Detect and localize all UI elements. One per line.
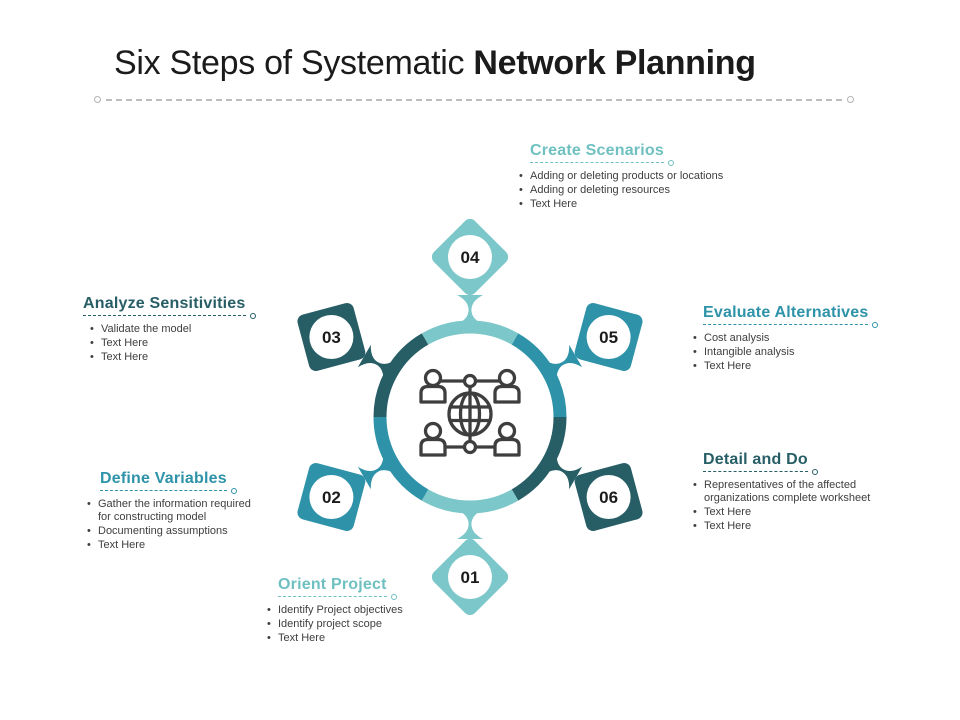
bullet-item: Text Here — [87, 337, 263, 350]
step-block-define-variables: Define Variables Gather the information … — [84, 470, 266, 553]
network-people-globe-icon — [419, 368, 521, 457]
bullet-list: Gather the information required for cons… — [84, 498, 266, 552]
step-heading-label: Evaluate Alternatives — [703, 304, 869, 321]
title-divider — [94, 96, 854, 103]
step-diamond-03: 03 — [297, 303, 366, 371]
hub-ring — [373, 320, 567, 514]
stem-04 — [456, 295, 484, 325]
network-diagram: 04 05 03 06 02 01 — [297, 218, 643, 616]
step-diamond-06: 06 — [574, 463, 643, 531]
bullet-item: Identify project scope — [264, 618, 467, 631]
step-heading-label: Detail and Do — [703, 451, 808, 468]
bullet-item: Text Here — [264, 632, 467, 645]
person-icon-bottom-right — [493, 421, 521, 457]
step-diamond-04: 04 — [431, 218, 509, 296]
step-number: 03 — [322, 328, 341, 347]
bullet-item: Adding or deleting products or locations — [516, 170, 746, 183]
stem-01 — [456, 509, 484, 539]
bullet-list: Adding or deleting products or locations… — [514, 170, 746, 211]
bullet-item: Adding or deleting resources — [516, 184, 746, 197]
bullet-item: Text Here — [690, 360, 880, 373]
step-heading: Orient Project — [278, 576, 397, 600]
page-title: Six Steps of Systematic Network Planning — [114, 44, 756, 83]
underline-end-dot — [249, 312, 256, 319]
person-icon-top-left — [419, 368, 447, 404]
ring-arc-top — [421, 320, 519, 345]
divider-end-dot-right — [847, 96, 854, 103]
bullet-item: Documenting assumptions — [84, 525, 266, 538]
step-number: 04 — [461, 248, 480, 267]
ring-arc-upper-right — [511, 333, 567, 418]
bullet-list: Identify Project objectives Identify pro… — [262, 604, 467, 645]
step-heading-label: Create Scenarios — [530, 142, 664, 159]
step-heading-label: Orient Project — [278, 576, 387, 593]
bullet-item: Identify Project objectives — [264, 604, 467, 617]
ring-arc-lower-right — [511, 416, 567, 501]
divider-end-dot-left — [94, 96, 101, 103]
bullet-item: Gather the information required for cons… — [84, 498, 266, 524]
step-heading: Define Variables — [100, 470, 237, 494]
ring-arc-bottom — [421, 489, 519, 514]
step-diamond-01: 01 — [431, 538, 509, 616]
ring-arc-lower-left — [373, 416, 429, 501]
underline-end-dot — [667, 159, 674, 166]
bullet-item: Text Here — [516, 198, 746, 211]
bullet-item: Text Here — [690, 506, 886, 519]
bullet-item: Cost analysis — [690, 332, 880, 345]
step-heading: Analyze Sensitivities — [83, 295, 256, 319]
step-number: 05 — [599, 328, 618, 347]
step-number: 02 — [322, 488, 341, 507]
step-heading-label: Analyze Sensitivities — [83, 295, 246, 312]
bullet-item: Intangible analysis — [690, 346, 880, 359]
step-heading: Evaluate Alternatives — [703, 304, 879, 328]
bullet-list: Validate the model Text Here Text Here — [83, 323, 263, 364]
step-heading: Detail and Do — [703, 451, 818, 475]
bullet-list: Cost analysis Intangible analysis Text H… — [690, 332, 880, 373]
underline-end-dot — [811, 468, 818, 475]
icon-top-node — [462, 373, 478, 389]
person-icon-bottom-left — [419, 421, 447, 457]
step-block-detail-and-do: Detail and Do Representatives of the aff… — [690, 451, 886, 534]
step-block-create-scenarios: Create Scenarios Adding or deleting prod… — [514, 142, 746, 212]
step-diamond-02: 02 — [297, 463, 366, 531]
ring-arc-upper-left — [373, 333, 429, 418]
bullet-item: Representatives of the affected organiza… — [690, 479, 886, 505]
bullet-item: Text Here — [690, 520, 886, 533]
step-number: 01 — [461, 568, 480, 587]
underline-end-dot — [872, 321, 879, 328]
step-block-analyze-sensitivities: Analyze Sensitivities Validate the model… — [83, 295, 263, 365]
step-heading-label: Define Variables — [100, 470, 227, 487]
step-heading: Create Scenarios — [530, 142, 674, 166]
step-block-evaluate-alternatives: Evaluate Alternatives Cost analysis Inta… — [690, 304, 880, 374]
step-block-orient-project: Orient Project Identify Project objectiv… — [262, 576, 467, 646]
icon-bottom-node — [462, 439, 478, 455]
bullet-list: Representatives of the affected organiza… — [690, 479, 886, 533]
underline-end-dot — [230, 487, 237, 494]
title-regular: Six Steps of Systematic — [114, 44, 474, 82]
step-diamond-05: 05 — [574, 303, 643, 371]
person-icon-top-right — [493, 368, 521, 404]
globe-meridian — [458, 391, 482, 437]
bullet-item: Validate the model — [87, 323, 263, 336]
bullet-item: Text Here — [84, 539, 266, 552]
underline-end-dot — [390, 593, 397, 600]
bullet-item: Text Here — [87, 351, 263, 364]
title-bold: Network Planning — [473, 44, 756, 82]
step-number: 06 — [599, 488, 618, 507]
